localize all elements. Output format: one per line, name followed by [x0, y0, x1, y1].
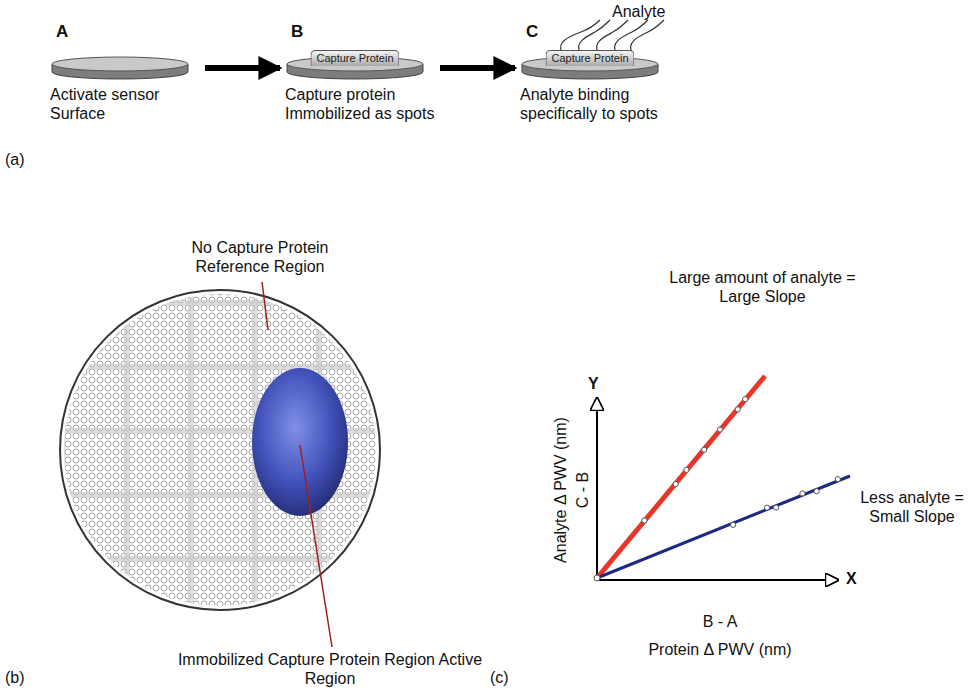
analyte-label: Analyte: [612, 2, 665, 21]
panel-letter: (a): [5, 150, 25, 169]
process-arrow: [205, 65, 280, 71]
region-label: No Capture Protein Reference Region: [165, 238, 355, 276]
stage-caption: Capture protein Immobilized as spots: [285, 85, 435, 123]
axis-title: Analyte Δ PWV (nm): [551, 417, 570, 563]
axis-title: Protein Δ PWV (nm): [620, 640, 820, 659]
sensor-stage: C Capture ProteinAnalyte binding specific…: [520, 22, 670, 123]
leader-line: [300, 445, 332, 647]
region-label: Immobilized Capture Protein Region Activ…: [175, 650, 485, 688]
sensor-stage: A Activate sensor Surface: [50, 22, 200, 123]
slope-note: Large amount of analyte = Large Slope: [655, 268, 870, 306]
active-region: [252, 368, 348, 516]
panel-letter: (c): [490, 668, 509, 687]
capture-protein-label: Capture Protein: [310, 50, 399, 66]
slope-note: Less analyte = Small Slope: [852, 488, 972, 526]
stage-caption: Activate sensor Surface: [50, 85, 200, 123]
stage-letter: A: [50, 22, 200, 42]
sensor-well: [60, 290, 386, 610]
axis-formula: B - A: [680, 612, 760, 631]
axis-letter: X: [846, 569, 857, 588]
sensor-stage: B Capture ProteinCapture protein Immobili…: [285, 22, 435, 123]
axis-letter: Y: [588, 374, 599, 393]
small-slope-line: [597, 476, 850, 578]
large-slope-line: [597, 376, 765, 578]
data-points: [594, 397, 840, 581]
x-axis: [597, 579, 838, 581]
disk-graphic: [50, 56, 190, 80]
leader-line: [262, 282, 268, 330]
process-arrow: [440, 65, 515, 71]
analyte-molecules: [561, 20, 664, 52]
stage-caption: Analyte binding specifically to spots: [520, 85, 670, 123]
axis-formula: C - B: [573, 472, 592, 508]
sensor-disk: [50, 42, 190, 80]
y-axis: [596, 398, 598, 580]
panel-letter: (b): [5, 668, 25, 687]
stage-letter: C: [520, 22, 670, 42]
stage-letter: B: [285, 22, 435, 42]
sensor-disk: Capture Protein: [285, 42, 425, 80]
sensor-disk: Capture Protein: [520, 42, 660, 80]
capture-protein-label: Capture Protein: [545, 50, 634, 66]
